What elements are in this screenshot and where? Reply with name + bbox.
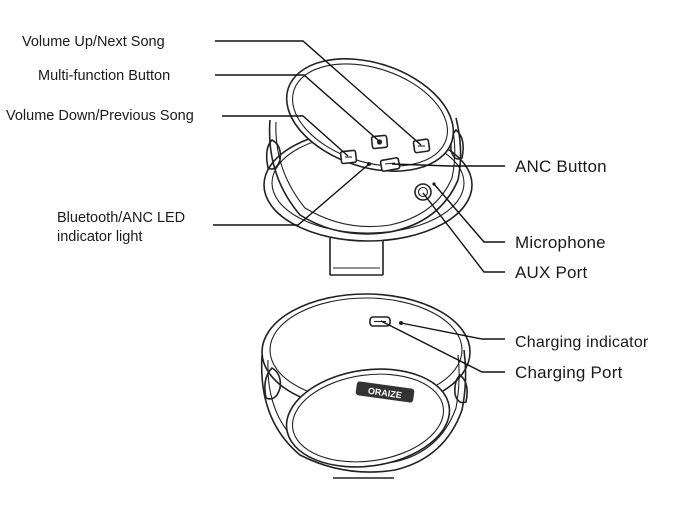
leader-lines xyxy=(213,40,505,373)
label-aux-port: AUX Port xyxy=(515,263,588,282)
label-anc-button: ANC Button xyxy=(515,157,607,176)
label-led-line2: indicator light xyxy=(57,229,142,245)
label-led-line1: Bluetooth/ANC LED xyxy=(57,210,185,226)
brand-logo: ORAIZE xyxy=(355,381,415,403)
anc-button[interactable] xyxy=(379,157,401,172)
label-multi-function: Multi-function Button xyxy=(38,68,170,84)
label-microphone: Microphone xyxy=(515,233,606,252)
bottom-earcup: ORAIZE xyxy=(260,293,471,473)
label-charging-port: Charging Port xyxy=(515,363,623,382)
headband xyxy=(329,238,394,479)
aux-port[interactable] xyxy=(414,183,432,201)
label-volume-down: Volume Down/Previous Song xyxy=(6,108,194,124)
label-charging-indicator: Charging indicator xyxy=(515,334,649,351)
brand-logo-text: ORAIZE xyxy=(367,386,402,401)
label-volume-up: Volume Up/Next Song xyxy=(22,34,165,50)
top-earcup xyxy=(263,58,473,242)
